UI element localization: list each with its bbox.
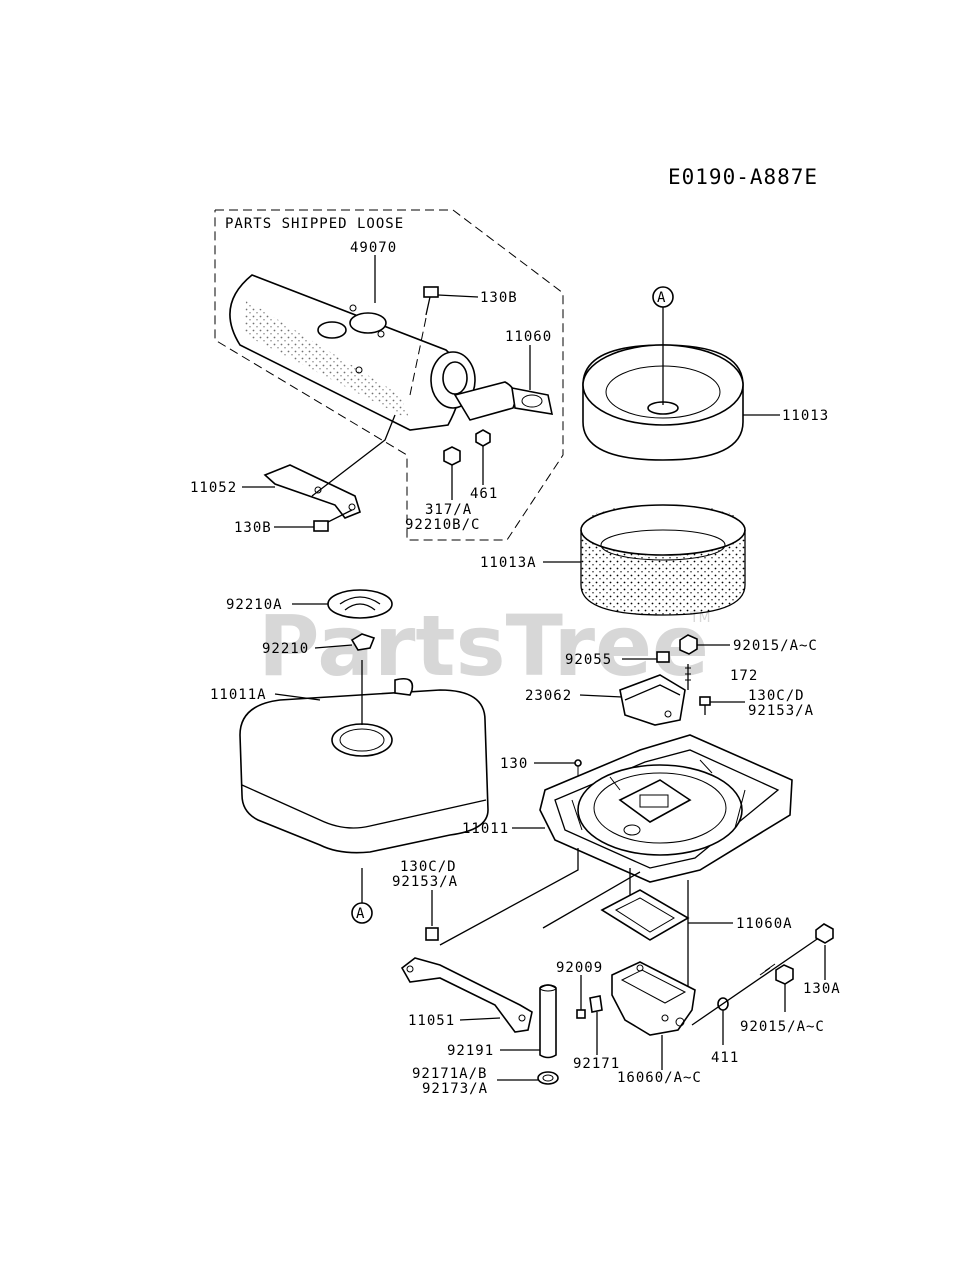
ref-marker-a-top <box>652 286 674 308</box>
label-130cd-right: 130C/D <box>748 688 805 704</box>
bolt-130b-top <box>423 286 439 316</box>
nut-317a <box>443 446 461 466</box>
gasket-11060 <box>511 386 554 415</box>
label-11013: 11013 <box>782 408 829 424</box>
air-cleaner-base-11011 <box>539 734 793 883</box>
clamp-92171ab <box>537 1071 559 1085</box>
box-title: PARTS SHIPPED LOOSE <box>225 216 404 232</box>
label-11011: 11011 <box>462 821 509 837</box>
gasket-11060a <box>600 889 690 941</box>
label-92153a-right: 92153/A <box>748 703 814 719</box>
label-130b-bottom: 130B <box>234 520 272 536</box>
leader-11011a <box>274 693 321 701</box>
label-11060: 11060 <box>505 329 552 345</box>
label-130b-top: 130B <box>480 290 518 306</box>
label-172: 172 <box>730 668 758 684</box>
leader-92210 <box>314 644 353 649</box>
nut-92015-top <box>679 634 698 655</box>
nut-461 <box>475 429 491 447</box>
label-11013a: 11013A <box>480 555 537 571</box>
clip-92210 <box>350 633 376 651</box>
bolt-130a <box>691 923 834 1026</box>
label-49070: 49070 <box>350 240 397 256</box>
muffler <box>229 274 516 431</box>
label-130: 130 <box>500 756 528 772</box>
washer-92055 <box>656 651 670 663</box>
bolt-130cd-right <box>699 696 711 715</box>
label-92210bc: 92210B/C <box>405 517 480 533</box>
bolt-130b-bottom <box>313 509 353 532</box>
label-411: 411 <box>711 1050 739 1066</box>
label-461: 461 <box>470 486 498 502</box>
bracket-23062 <box>619 674 686 726</box>
label-92171ab: 92171A/B <box>412 1066 487 1082</box>
label-92015-bottom: 92015/A~C <box>740 1019 825 1035</box>
label-11011a: 11011A <box>210 687 267 703</box>
label-92210: 92210 <box>262 641 309 657</box>
bolt-130cd-left <box>425 927 439 941</box>
fuel-cap-92210a <box>327 589 393 619</box>
label-92173a: 92173/A <box>422 1081 488 1097</box>
bolt-130 <box>574 759 582 767</box>
leader-130b-top <box>437 294 479 298</box>
label-92191: 92191 <box>447 1043 494 1059</box>
dash-11052 <box>311 414 396 497</box>
diagram-code: E0190-A887E <box>668 165 818 189</box>
label-23062: 23062 <box>525 688 572 704</box>
label-92210a: 92210A <box>226 597 283 613</box>
label-92009: 92009 <box>556 960 603 976</box>
label-130a: 130A <box>803 981 841 997</box>
label-11051: 11051 <box>408 1013 455 1029</box>
leader-11051 <box>459 1017 501 1021</box>
label-92055: 92055 <box>565 652 612 668</box>
fuel-tank-11011a <box>239 677 489 854</box>
leader-23062 <box>579 694 623 698</box>
label-92171: 92171 <box>573 1056 620 1072</box>
label-92153a-left: 92153/A <box>392 874 458 890</box>
label-16060: 16060/A~C <box>617 1070 702 1086</box>
label-130cd-left: 130C/D <box>400 859 457 875</box>
bracket-11052 <box>263 464 361 519</box>
hose-92191 <box>539 984 557 1059</box>
label-317a: 317/A <box>425 502 472 518</box>
filter-element-11013a <box>580 504 746 616</box>
label-11052: 11052 <box>190 480 237 496</box>
nut-92015-bottom <box>775 964 794 985</box>
bracket-11051 <box>400 957 533 1033</box>
clip-92171 <box>589 995 603 1013</box>
label-92015-top: 92015/A~C <box>733 638 818 654</box>
line-base-bracket-2 <box>542 871 641 929</box>
label-11060a: 11060A <box>736 916 793 932</box>
ref-marker-a-bottom-text: A <box>356 906 365 922</box>
ref-marker-a-top-text: A <box>657 290 666 306</box>
parts-shipped-loose-box <box>214 209 564 541</box>
ref-marker-a-bottom <box>351 902 373 924</box>
screw-92009 <box>576 1009 586 1019</box>
stud-172 <box>685 664 691 690</box>
line-base-to-bracket <box>439 848 579 946</box>
elbow-16060 <box>611 961 696 1036</box>
